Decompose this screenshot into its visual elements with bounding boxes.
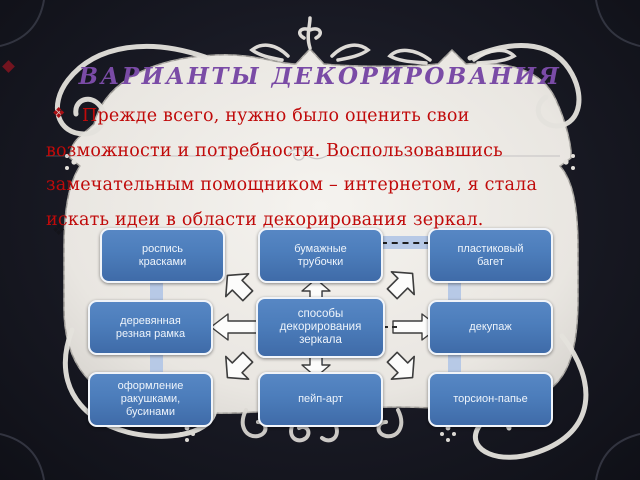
text-divider [46,148,560,161]
diagram-node-decoupage: декупаж [428,300,553,355]
body-paragraph: Прежде всего, нужно было оценить свои во… [46,99,568,237]
node-label: пейп-арт [298,393,343,405]
node-label: способы декорирования зеркала [279,308,362,346]
diagram-node-tubes: бумажные трубочки [258,228,383,283]
diagram-node-frame: деревянная резная рамка [88,300,213,355]
arrow-down-right-icon [386,351,416,381]
bullet-diamond-icon: ❖ [52,105,66,122]
diagram-node-shells: оформление ракушками, бусинами [88,372,213,427]
paragraph-line: искать идеи в области декорирования зерк… [46,209,484,230]
node-label: торсион-папье [453,393,528,405]
diagram-node-baguette: пластиковый багет [428,228,553,283]
node-label: роспись красками [138,242,187,268]
diagram-node-center: способы декорирования зеркала [256,297,385,358]
bullet-diamond-icon: ❖ [52,222,66,239]
stitched-edge [63,48,579,425]
node-label: пластиковый багет [457,242,524,268]
arrow-left-icon [210,313,258,341]
arrow-up-left-icon [224,272,254,302]
paragraph-line: возможности и потребности. Воспользовавш… [46,140,503,161]
node-label: деревянная резная рамка [115,314,186,340]
diagram-node-torsion: торсион-папье [428,372,553,427]
connector-col1-bottom [150,354,163,373]
connector-col1-top [150,282,163,301]
pinch-florets [65,154,575,170]
page-title: ВАРИАНТЫ ДЕКОРИРОВАНИЯ [78,63,562,90]
node-label: оформление ракушками, бусинами [117,380,184,418]
paragraph-line: замечательным помощником – интернетом, я… [46,175,538,195]
node-label: декупаж [469,321,512,333]
diagram-node-peipart: пейп-арт [258,372,383,427]
crown-ornaments [249,16,517,65]
arrow-down-left-icon [224,351,254,381]
node-label: бумажные трубочки [294,242,347,268]
paragraph-line: Прежде всего, нужно было оценить свои [82,106,470,126]
arrow-up-right-icon [386,270,416,300]
dashed-connector [381,242,430,244]
diagram-node-paint: роспись красками [100,228,225,283]
connector-col3-bottom [448,354,461,373]
connector-col3-top [448,282,461,301]
